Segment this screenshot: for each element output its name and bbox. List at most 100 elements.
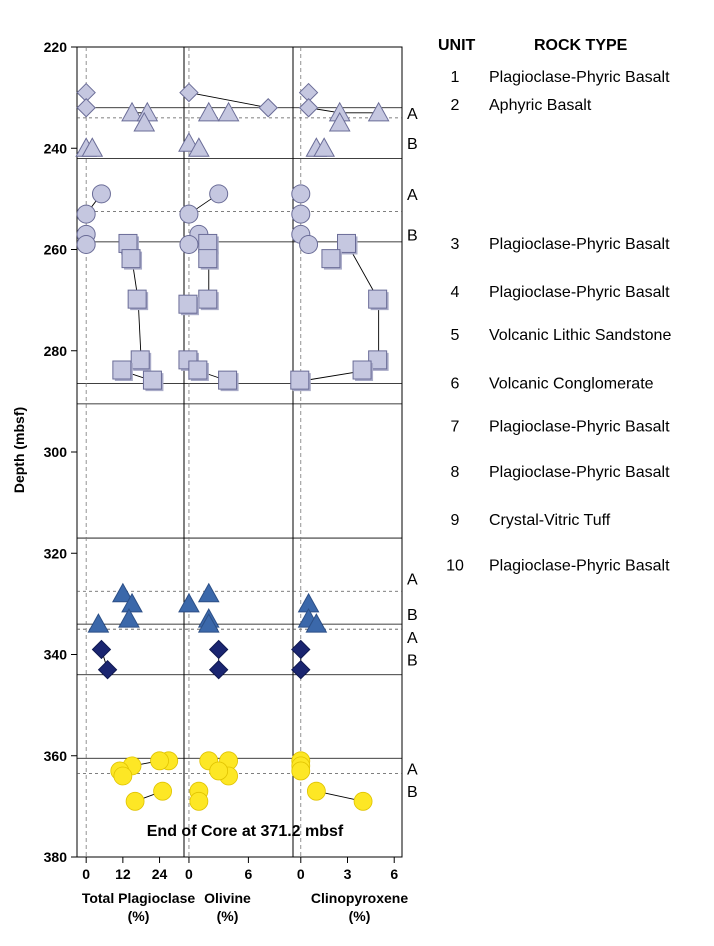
square-marker — [178, 294, 198, 314]
circle-marker — [209, 184, 229, 204]
yellow-circle-marker — [306, 781, 326, 801]
rock-type: Plagioclase-Phyric Basalt — [489, 464, 670, 481]
navy-diamond-marker — [291, 639, 311, 660]
blue-triangle-marker — [178, 592, 200, 613]
subunit-label: A — [407, 572, 418, 589]
square-marker — [130, 350, 150, 370]
plot-border — [76, 46, 403, 858]
subunit-label: A — [407, 761, 418, 778]
x-tick-label: 6 — [245, 866, 253, 882]
square-marker — [368, 289, 388, 309]
blue-triangle-marker — [305, 613, 328, 633]
yellow-circle-marker — [113, 766, 133, 786]
unit-number: 10 — [446, 558, 464, 575]
yellow-circle-marker — [153, 781, 173, 801]
x-tick-label: 6 — [390, 866, 398, 882]
subunit-label: A — [407, 630, 418, 647]
circle-marker — [179, 204, 199, 224]
unit-number: 5 — [451, 327, 460, 344]
rock-type: Plagioclase-Phyric Basalt — [489, 69, 670, 86]
yellow-circle-marker — [189, 791, 209, 811]
y-tick-label: 220 — [44, 39, 68, 55]
square-marker — [337, 233, 356, 253]
circle-marker — [291, 184, 311, 204]
blue-triangle-marker — [197, 613, 220, 633]
subunit-label: B — [407, 607, 418, 624]
triangle-marker — [188, 137, 210, 157]
triangle-marker — [217, 101, 240, 122]
square-marker — [198, 249, 218, 269]
x-tick-label: 12 — [115, 866, 131, 882]
unit-number: 4 — [451, 284, 460, 301]
rock-type: Volcanic Conglomerate — [489, 375, 654, 392]
y-tick-label: 240 — [44, 140, 68, 156]
x-axis-label: Clinopyroxene — [311, 890, 408, 906]
triangle-marker — [313, 137, 335, 157]
x-axis-label: Total Plagioclase — [82, 890, 196, 906]
y-tick-label: 300 — [44, 444, 68, 460]
rock-type: Plagioclase-Phyric Basalt — [489, 418, 670, 435]
square-marker — [142, 370, 162, 390]
subunit-label: B — [407, 136, 418, 153]
triangle-marker — [133, 111, 156, 132]
x-axis-unit: (%) — [217, 908, 239, 924]
yellow-circle-marker — [209, 761, 229, 781]
circle-marker — [291, 204, 311, 224]
square-marker — [112, 360, 132, 380]
data-points — [75, 82, 390, 811]
unit-number: 6 — [451, 375, 460, 392]
rock-type: Plagioclase-Phyric Basalt — [489, 558, 670, 575]
subunit-label: A — [407, 187, 418, 204]
navy-diamond-marker — [91, 639, 112, 660]
y-tick-label: 360 — [44, 748, 68, 764]
blue-triangle-marker — [112, 582, 134, 603]
x-axis-label: Olivine — [204, 890, 251, 906]
y-axis-label: Depth (mbsf) — [11, 407, 27, 493]
square-marker — [321, 249, 341, 269]
plot-text: Depth (mbsf) End of Core at 371.2 mbsf U… — [11, 37, 671, 924]
yellow-circle-marker — [125, 791, 145, 811]
y-tick-label: 260 — [44, 242, 68, 258]
diamond-marker — [76, 98, 96, 118]
subunit-label: A — [407, 106, 418, 123]
x-tick-label: 3 — [344, 866, 352, 882]
subunit-label: B — [407, 227, 418, 244]
navy-diamond-marker — [291, 659, 311, 680]
square-marker — [188, 360, 208, 380]
diamond-marker — [298, 98, 319, 118]
square-marker — [218, 370, 238, 390]
yellow-circle-marker — [150, 751, 169, 771]
x-tick-label: 0 — [185, 866, 193, 882]
triangle-marker — [328, 111, 351, 132]
rock-type: Plagioclase-Phyric Basalt — [489, 236, 670, 253]
blue-triangle-marker — [87, 613, 110, 633]
x-axis-unit: (%) — [349, 908, 371, 924]
circle-marker — [76, 204, 96, 224]
square-marker — [352, 360, 372, 380]
yellow-circle-marker — [353, 791, 373, 811]
square-marker — [368, 350, 388, 370]
x-tick-label: 24 — [152, 866, 168, 882]
circle-marker — [76, 234, 96, 254]
unit-number: 2 — [451, 97, 460, 114]
end-of-core-note: End of Core at 371.2 mbsf — [147, 823, 344, 840]
y-tick-label: 280 — [44, 343, 68, 359]
navy-diamond-marker — [97, 659, 118, 680]
blue-triangle-marker — [118, 608, 140, 628]
rock-type: Plagioclase-Phyric Basalt — [489, 284, 670, 301]
diamond-marker — [258, 98, 278, 118]
triangle-marker — [367, 101, 390, 122]
unit-number: 8 — [451, 464, 460, 481]
diamond-marker — [179, 82, 199, 103]
unit-number: 3 — [451, 236, 460, 253]
x-axis-unit: (%) — [128, 908, 150, 924]
y-tick-label: 320 — [44, 545, 68, 561]
yellow-circle-marker — [291, 761, 311, 781]
navy-diamond-marker — [208, 659, 229, 680]
blue-triangle-marker — [197, 582, 220, 603]
y-tick-label: 380 — [44, 849, 68, 865]
circle-marker — [179, 234, 199, 254]
circle-marker — [299, 234, 319, 254]
unit-number: 1 — [451, 69, 460, 86]
rock-type: Volcanic Lithic Sandstone — [489, 327, 671, 344]
